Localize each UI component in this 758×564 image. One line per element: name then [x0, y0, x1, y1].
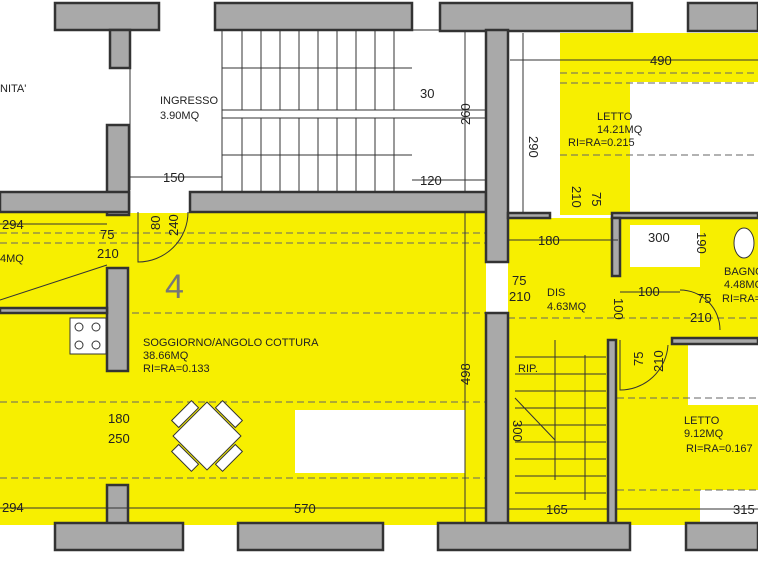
dim-label: 570 — [294, 501, 316, 516]
room-area-letto1: 14.21MQ — [597, 124, 643, 136]
dim-label: 210 — [690, 310, 712, 325]
dim-label: 100 — [638, 284, 660, 299]
room-area-bagno: 4.48MQ — [724, 279, 758, 291]
room-name-ingresso: INGRESSO — [160, 95, 219, 107]
dim-label: 165 — [546, 502, 568, 517]
dim-label: 30 — [420, 86, 434, 101]
desk — [700, 490, 758, 523]
staircase — [221, 29, 487, 193]
room-area-dis: 4.63MQ — [547, 301, 587, 313]
dim-label: 294 — [2, 500, 24, 515]
dim-label: 250 — [108, 431, 130, 446]
dim-label: 300 — [510, 420, 525, 442]
wardrobe — [688, 345, 758, 405]
room-label-partial: NITA' — [0, 83, 26, 95]
dim-label: 210 — [97, 246, 119, 261]
staircase-rip — [514, 340, 606, 500]
dim-label: 300 — [648, 230, 670, 245]
room-area-soggiorno: 38.66MQ — [143, 350, 189, 362]
labels: NITA' 4MQ INGRESSO 3.90MQ LETTO 14.21MQ … — [0, 83, 758, 455]
stair-tread — [514, 397, 556, 441]
dim-label: 210 — [651, 350, 666, 372]
dim-label: 100 — [611, 298, 626, 320]
dim-label: 210 — [569, 186, 584, 208]
dim-label: 290 — [526, 136, 541, 158]
unit-number: 4 — [165, 268, 184, 306]
dining-table-icon — [170, 399, 244, 473]
bed — [630, 82, 758, 212]
dim-label: 75 — [512, 273, 526, 288]
room-name-letto2: LETTO — [684, 415, 720, 427]
dim-label: 260 — [458, 103, 473, 125]
dim-label: 190 — [694, 232, 709, 254]
dim-label: 75 — [100, 227, 114, 242]
dim-label: 75 — [589, 192, 604, 206]
room-ratio-soggiorno: RI=RA=0.133 — [143, 363, 210, 375]
dim-label: 75 — [631, 352, 646, 366]
dim-label: 75 — [697, 291, 711, 306]
room-ratio-letto2: RI=RA=0.167 — [686, 443, 753, 455]
room-ratio-letto1: RI=RA=0.215 — [568, 137, 635, 149]
dim-label: 180 — [108, 411, 130, 426]
room-ratio-bagno: RI=RA= — [722, 293, 758, 305]
dimension-labels: 30 150 120 490 294 75 210 180 300 75 210… — [2, 53, 755, 517]
room-name-rip: RIP. — [518, 363, 538, 375]
dim-label: 490 — [650, 53, 672, 68]
dim-label: 150 — [163, 170, 185, 185]
sofa — [295, 410, 465, 473]
room-name-dis: DIS — [547, 287, 565, 299]
dim-label: 210 — [509, 289, 531, 304]
walls — [0, 1, 758, 552]
shower — [630, 225, 700, 267]
room-area-partial: 4MQ — [0, 253, 24, 265]
dim-label: 120 — [420, 173, 442, 188]
dim-label: 294 — [2, 217, 24, 232]
room-fills — [0, 33, 758, 525]
room-area-letto2: 9.12MQ — [684, 428, 724, 440]
dim-label: 498 — [458, 363, 473, 385]
cooktop-icon — [69, 317, 107, 355]
dim-label: 240 — [166, 214, 181, 236]
toilet-icon — [733, 227, 755, 259]
room-name-letto1: LETTO — [597, 111, 633, 123]
room-name-bagno: BAGNO — [724, 266, 758, 278]
dim-label: 80 — [148, 216, 163, 230]
doors — [129, 60, 721, 391]
dim-label: 315 — [733, 502, 755, 517]
room-name-soggiorno: SOGGIORNO/ANGOLO COTTURA — [143, 337, 319, 349]
room-area-ingresso: 3.90MQ — [160, 110, 200, 122]
dim-label: 180 — [538, 233, 560, 248]
dimension-lines — [0, 30, 758, 523]
